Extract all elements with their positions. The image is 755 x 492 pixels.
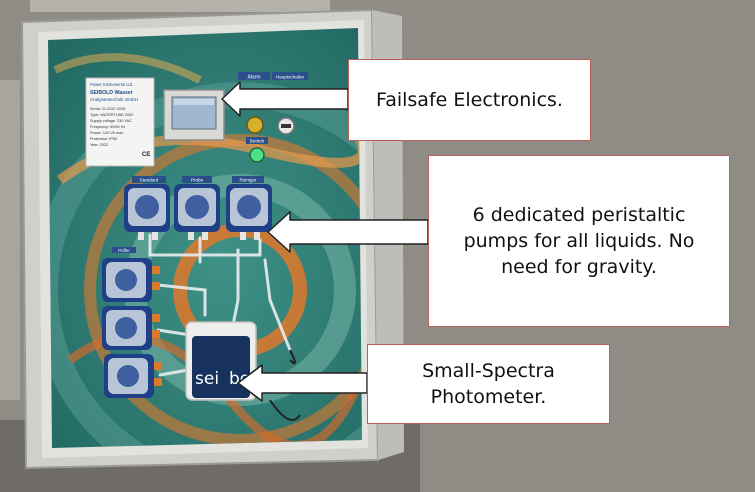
svg-text:Hauptschalter: Hauptschalter [276, 75, 305, 80]
pump-label-cleaner: Reiniger [232, 176, 264, 183]
callout-photometer-text: Small-Spectra Photometer. [422, 360, 555, 408]
plate-line-3: Serial: 21-0047-0005 [90, 107, 125, 111]
pipe-top [30, 0, 330, 12]
svg-text:Betrieb: Betrieb [250, 139, 265, 144]
plate-line-8: Protection: IP65 [90, 137, 117, 141]
pump-label-sample: Probe [182, 176, 212, 183]
touch-display [163, 89, 225, 141]
operation-lamp [249, 147, 265, 163]
callout-failsafe-text: Failsafe Electronics. [376, 89, 563, 111]
plate-line-6: Frequency: 50/60 Hz [90, 125, 125, 129]
svg-text:Reiniger: Reiniger [239, 178, 257, 183]
pump-label-buffer: Puffer [112, 247, 136, 253]
plate-line-7: Power: 120 VA max. [90, 131, 124, 135]
photometer: sei bol [185, 321, 257, 401]
alarm-lamp [246, 116, 264, 134]
pipe-left [0, 80, 20, 400]
pump-2 [174, 184, 220, 240]
pump-label-standard: Standard [132, 176, 166, 183]
pump-4 [102, 258, 160, 302]
top-label-alarm: Alarm [238, 72, 270, 81]
arrow-failsafe [221, 81, 349, 117]
plate-line-5: Supply voltage: 230 VAC [90, 119, 132, 123]
plate-line-4: Type: WATERTUNE 2000 [90, 113, 133, 117]
callout-failsafe: Failsafe Electronics. [348, 59, 591, 141]
arrow-photometer [237, 364, 368, 402]
svg-text:Standard: Standard [140, 178, 159, 183]
callout-pumps-text: 6 dedicated peristaltic pumps for all li… [463, 204, 695, 278]
callout-arrows [221, 81, 429, 402]
cables [269, 349, 301, 421]
pump-3 [226, 184, 272, 240]
plate-line-2: Analysentechnik GmbH [90, 97, 138, 102]
svg-text:Puffer: Puffer [118, 248, 130, 253]
plate-line-0: Power Instruments Ltd. [90, 82, 133, 87]
photometer-brand-left: sei [195, 369, 219, 389]
callout-photometer: Small-Spectra Photometer. [367, 344, 610, 424]
top-label-main-switch: Hauptschalter [272, 72, 308, 80]
plate-line-1: SEIBOLD Wasser [90, 90, 133, 96]
label-plate: Power Instruments Ltd. SEIBOLD Wasser An… [85, 77, 155, 167]
status-label-operation: Betrieb [246, 137, 268, 144]
svg-text:Probe: Probe [191, 178, 204, 183]
main-switch-slot [281, 124, 291, 128]
arrow-pumps [267, 211, 429, 253]
pump-6 [104, 354, 162, 398]
plate-line-9: Year: 2022 [90, 143, 108, 147]
callout-pumps: 6 dedicated peristaltic pumps for all li… [428, 155, 730, 327]
pump-1 [124, 184, 170, 240]
ce-mark: CE [142, 152, 150, 158]
pump-5 [102, 306, 160, 350]
svg-text:Alarm: Alarm [247, 75, 260, 81]
